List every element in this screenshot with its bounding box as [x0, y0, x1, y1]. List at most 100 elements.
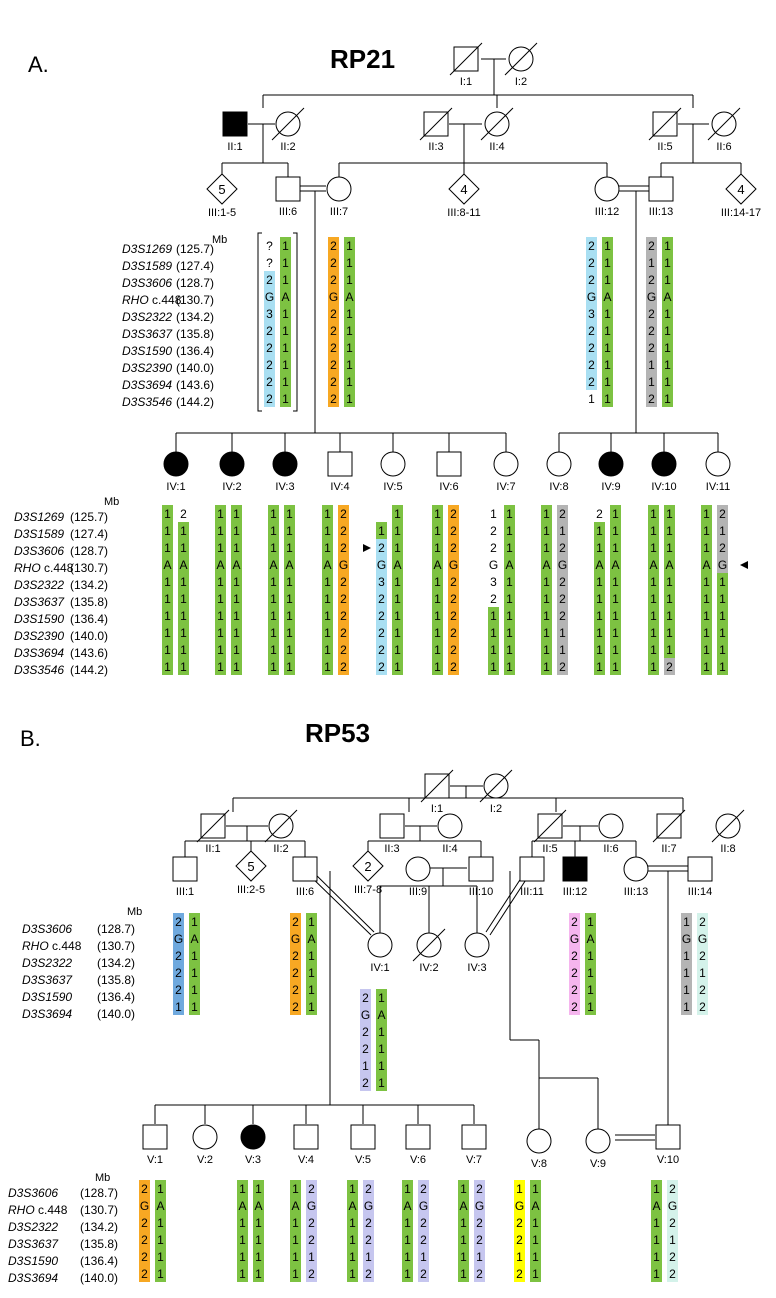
panel-a-hap-iv-2-allele: 1	[217, 660, 224, 674]
panel-a-hap-iv-2-allele: A	[216, 558, 224, 572]
panel-b-v-10-label: V:10	[657, 1154, 679, 1166]
panel-a-hap-iv-2-allele: 1	[217, 541, 224, 555]
panel-a-hap-iv-3-cell-bg	[268, 607, 279, 624]
panel-b-hap-v-6-cell-bg	[418, 1231, 429, 1248]
panel-b-hap-v-3-allele: 1	[239, 1182, 246, 1196]
panel-a-hap-iv-10-cell-bg	[648, 556, 659, 573]
panel-a-hap-iii-12-allele: 2	[588, 358, 595, 372]
panel-a-hap-iv-2-cell-bg	[215, 641, 226, 658]
panel-a-hap-iv-7-cell-bg	[504, 607, 515, 624]
panel-b-hap-v-4-allele: 2	[308, 1233, 315, 1247]
panel-b-hap-v-1-cell-bg	[139, 1265, 150, 1282]
panel-a-hap-iv-10-cell-bg	[648, 641, 659, 658]
panel-a-hap-iii-7-allele: 1	[346, 358, 353, 372]
panel-a-hap-iv-2-cell-bg	[215, 624, 226, 641]
panel-a-hap-iii-13-cell-bg	[662, 254, 673, 271]
panel-a-hap-iv-6-allele: 2	[450, 643, 457, 657]
panel-a-hap-iv-8-allele: 1	[543, 643, 550, 657]
panel-b-iii-13-circle	[623, 856, 649, 882]
panel-a-hap-iii-13-cell-bg	[646, 271, 657, 288]
panel-b-ii-1-label: II:1	[205, 843, 220, 855]
panel-b-hap-v-5-allele: 2	[365, 1216, 372, 1230]
panel-b-hap-v-6-allele: 1	[404, 1216, 411, 1230]
panel-a-hap-iii-6-cell-bg	[264, 305, 275, 322]
panel-b-top-marker-d3s2322: D3S2322	[22, 956, 72, 970]
panel-a-hap-iv-11-allele: 1	[703, 643, 710, 657]
panel-b-hap-v-8-allele: 1	[516, 1250, 523, 1264]
panel-a-hap-iv-5-cell-bg	[392, 607, 403, 624]
panel-b-v-7-square	[461, 1124, 487, 1150]
panel-a-hap-iv-4-allele: 1	[324, 643, 331, 657]
panel-b-hap-v-1-allele: 1	[157, 1250, 164, 1264]
panel-a-hap-iv-2-cell-bg	[231, 573, 242, 590]
panel-b-iii-6-square	[292, 856, 318, 882]
panel-a-iii-6-label: III:6	[279, 206, 297, 218]
panel-a-hap-iv-9-cell-bg	[594, 641, 605, 658]
panel-b-hap-iii-1-cell-bg	[173, 998, 184, 1015]
panel-b-title: RP53	[305, 718, 370, 748]
panel-a-hap-iv-8-allele: A	[542, 558, 550, 572]
panel-a-iv-3-label: IV:3	[275, 481, 294, 493]
panel-b-hap-v-7-allele: 1	[460, 1216, 467, 1230]
panel-b-hap-iv-1-allele: 1	[378, 1076, 385, 1090]
panel-b-top-marker-pos: (134.2)	[97, 956, 135, 970]
panel-a-hap-iii-6-allele: ?	[266, 239, 273, 253]
panel-b-v-5-square	[350, 1124, 376, 1150]
panel-b-hap-iii-1-allele: 1	[191, 1000, 198, 1014]
panel-a-hap-iii-7-allele: 1	[346, 341, 353, 355]
panel-a-hap-iv-7-allele: 1	[506, 524, 513, 538]
panel-a-hap-iv-5-cell-bg	[392, 641, 403, 658]
panel-a-hap-iv-5-allele: 3	[378, 575, 385, 589]
panel-b-hap-v-7-allele: 2	[476, 1267, 483, 1281]
panel-b-hap-v-3-cell-bg	[237, 1214, 248, 1231]
panel-a-hap-iv-7-allele: 1	[490, 507, 497, 521]
panel-a-hap-iv-8-cell-bg	[541, 556, 552, 573]
panel-a-bottom-marker-pos: (134.2)	[70, 578, 108, 592]
panel-b-hap-iii-14-cell-bg	[697, 947, 708, 964]
panel-a-hap-iv-11-cell-bg	[717, 607, 728, 624]
panel-a-iv-10-circle	[651, 451, 677, 477]
panel-b-top-marker-pos: (136.4)	[97, 990, 135, 1004]
panel-a-hap-iii-6-cell-bg	[280, 356, 291, 373]
panel-a-hap-iv-7-allele: 1	[490, 609, 497, 623]
panel-a-hap-iv-9-allele: 1	[612, 609, 619, 623]
panel-a-hap-iv-7-allele: 1	[506, 575, 513, 589]
panel-b-hap-iii-12-cell-bg	[569, 947, 580, 964]
panel-b-hap-v-5-allele: 2	[365, 1267, 372, 1281]
panel-a-hap-iv-8-cell-bg	[557, 556, 568, 573]
panel-b-hap-iii-14-cell-bg	[681, 913, 692, 930]
panel-a-hap-iv-10-allele: 1	[650, 575, 657, 589]
panel-b-hap-v-10-cell-bg	[651, 1231, 662, 1248]
panel-a-hap-iv-5-cell-bg	[392, 522, 403, 539]
panel-a-hap-iii-6-allele: 3	[266, 307, 273, 321]
panel-b-v-8-label: V:8	[531, 1158, 547, 1170]
panel-a-hap-iv-11-cell-bg	[717, 624, 728, 641]
panel-a-hap-iii-6-allele: 1	[282, 341, 289, 355]
panel-b-hap-iii-1-cell-bg	[189, 998, 200, 1015]
panel-a-hap-iv-7-allele: 2	[490, 592, 497, 606]
panel-a-hap-iv-8-cell-bg	[541, 539, 552, 556]
panel-b-hap-v-6-cell-bg	[418, 1197, 429, 1214]
panel-b-top-mb-label: Mb	[127, 906, 142, 918]
panel-a-hap-iv-6-allele: 2	[450, 592, 457, 606]
panel-b-hap-v-8-allele: 2	[516, 1233, 523, 1247]
panel-b-v-2-label: V:2	[197, 1154, 213, 1166]
panel-b-i-2-deceased-slash	[479, 769, 513, 803]
panel-a-hap-iv-1-cell-bg	[178, 522, 189, 539]
panel-b-hap-v-6-cell-bg	[402, 1265, 413, 1282]
panel-a-hap-iv-7-allele: 1	[506, 660, 513, 674]
panel-b-v-5-label: V:5	[355, 1154, 371, 1166]
panel-a-hap-iii-12-allele: 1	[604, 341, 611, 355]
panel-b-bottom-marker-rho: RHO c.448	[8, 1203, 68, 1217]
panel-a-hap-iii-13-cell-bg	[662, 237, 673, 254]
panel-b-bottom-marker-d3s3694: D3S3694	[8, 1271, 58, 1285]
panel-a-hap-iv-11-cell-bg	[701, 573, 712, 590]
panel-b-label: B.	[20, 726, 41, 751]
panel-a-hap-iii-12-allele: 1	[604, 307, 611, 321]
marker-suffix: c.448	[149, 293, 182, 307]
panel-a-hap-iii-12-allele: 1	[604, 273, 611, 287]
panel-a-hap-iv-6-cell-bg	[432, 556, 443, 573]
panel-a-hap-iv-2-allele: 1	[233, 609, 240, 623]
panel-a-hap-iv-4-cell-bg	[322, 658, 333, 675]
panel-a-hap-iv-5-allele: 1	[394, 626, 401, 640]
